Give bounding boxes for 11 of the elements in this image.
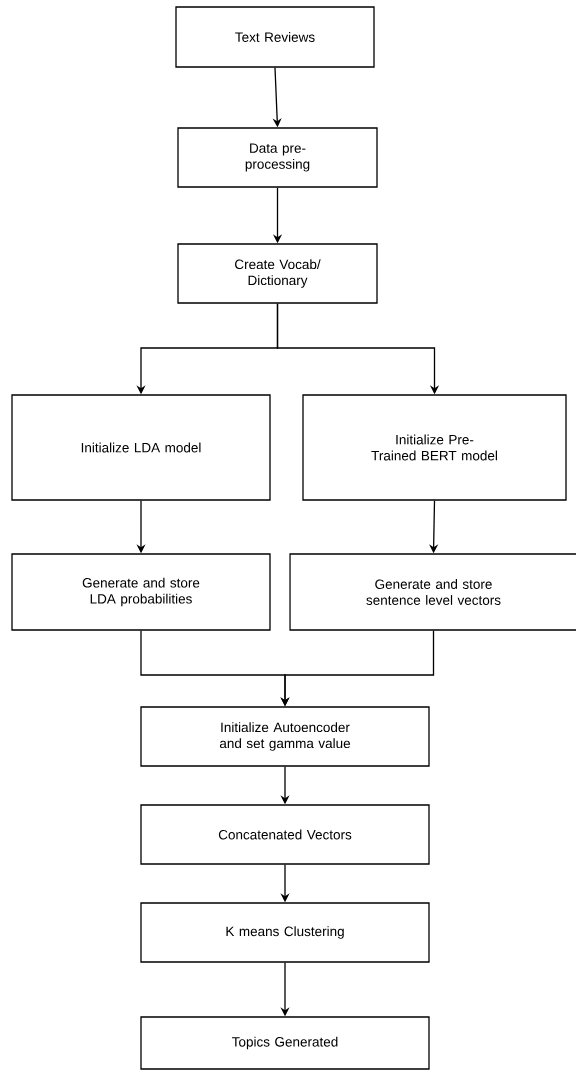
process-box: Generate and store LDA probabilities [11, 553, 271, 631]
process-box: Initialize Pre-Trained BERT model [302, 394, 567, 501]
process-box: Text Reviews [175, 6, 375, 68]
process-box: Create Vocab/ Dictionary [177, 243, 378, 304]
process-box: Generate and store sentence level vectors [289, 553, 576, 631]
process-box: Data pre-processing [177, 127, 378, 188]
process-box: Topics Generated [140, 1016, 430, 1070]
process-box: K means Clustering [140, 902, 430, 963]
process-box: Initialize Autoencoder and set gamma value [140, 706, 430, 767]
process-box: Concatenated Vectors [140, 804, 430, 865]
process-box: Initialize LDA model [11, 394, 271, 501]
